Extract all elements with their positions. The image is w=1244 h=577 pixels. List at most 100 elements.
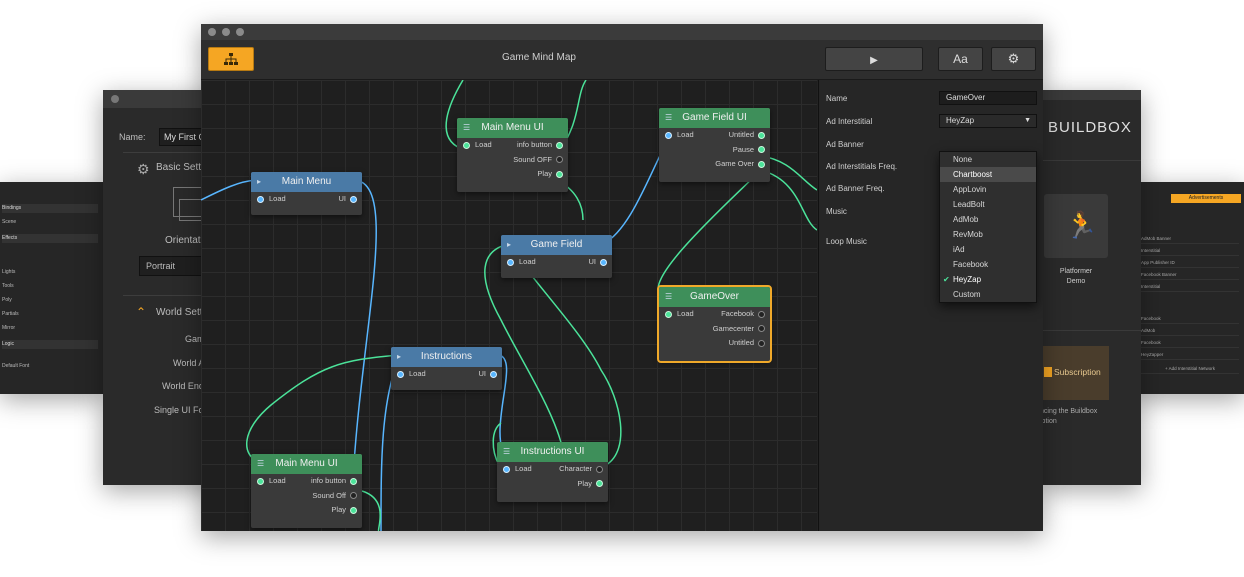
mindmap-button[interactable] bbox=[208, 47, 254, 71]
output-port[interactable] bbox=[600, 258, 607, 266]
far-left-row: Scene bbox=[2, 219, 17, 225]
platformer-demo-tile[interactable]: 🏃 bbox=[1044, 194, 1108, 258]
port-label: UI bbox=[478, 369, 487, 378]
dropdown-option[interactable]: Custom bbox=[953, 290, 981, 299]
wire-load bbox=[361, 490, 381, 531]
node-main-menu[interactable]: ▸Main Menu Load UI bbox=[251, 172, 362, 215]
node-main-menu-ui[interactable]: ☰Main Menu UI Load info button Sound OFF… bbox=[457, 118, 568, 192]
zoom-dot[interactable] bbox=[236, 28, 244, 36]
node-header[interactable]: ▸Main Menu bbox=[251, 172, 362, 192]
far-right-row: Interstitial bbox=[1141, 246, 1239, 256]
node-title: Game Field bbox=[530, 239, 583, 250]
node-main-menu-ui[interactable]: ☰Main Menu UI Load info button Sound Off… bbox=[251, 454, 362, 528]
input-port[interactable] bbox=[257, 195, 264, 203]
dropdown-option[interactable]: None bbox=[953, 155, 973, 164]
dropdown-option[interactable]: LeadBolt bbox=[953, 200, 985, 209]
far-left-window: Bindings Scene Effects Lights Tools Poly… bbox=[0, 182, 104, 394]
ad-banner-freq-label: Ad Banner Freq. bbox=[826, 184, 885, 193]
node-header[interactable]: ☰Instructions UI bbox=[497, 442, 608, 462]
output-port[interactable] bbox=[758, 131, 765, 139]
dropdown-option[interactable]: iAd bbox=[953, 245, 965, 254]
output-port[interactable] bbox=[596, 465, 603, 473]
output-port[interactable] bbox=[350, 477, 357, 485]
title-bar bbox=[1040, 90, 1141, 100]
node-name-input[interactable]: GameOver bbox=[939, 91, 1037, 105]
output-port[interactable] bbox=[596, 480, 603, 487]
input-port[interactable] bbox=[665, 131, 672, 139]
ad-interstitial-select[interactable]: HeyZap ▼ bbox=[939, 114, 1037, 128]
output-port[interactable] bbox=[758, 146, 765, 153]
port-label: Load bbox=[677, 309, 694, 318]
far-right-window: Advertisements AdMob Banner Interstitial… bbox=[1133, 182, 1244, 394]
output-port[interactable] bbox=[556, 156, 563, 163]
node-game-field[interactable]: ▸Game Field Load UI bbox=[501, 235, 612, 278]
close-dot[interactable] bbox=[111, 95, 119, 103]
node-header[interactable]: ☰Game Field UI bbox=[659, 108, 770, 128]
port-label: Untitled bbox=[728, 130, 754, 139]
input-port[interactable] bbox=[665, 310, 672, 318]
input-port[interactable] bbox=[397, 370, 404, 378]
port-label: Load bbox=[269, 476, 286, 485]
output-port[interactable] bbox=[556, 141, 563, 149]
dropdown-option[interactable]: AdMob bbox=[953, 215, 979, 224]
node-game-field-ui[interactable]: ☰Game Field UI Load Untitled Pause Game … bbox=[659, 108, 770, 182]
node-header[interactable]: ▸Instructions bbox=[391, 347, 502, 367]
input-port[interactable] bbox=[507, 258, 514, 266]
input-port[interactable] bbox=[503, 465, 510, 473]
input-port[interactable] bbox=[463, 141, 470, 149]
port-label: Load bbox=[515, 464, 532, 473]
output-port[interactable] bbox=[350, 506, 357, 514]
output-port[interactable] bbox=[490, 370, 497, 378]
wire-load bbox=[759, 169, 817, 231]
output-port[interactable] bbox=[758, 310, 765, 318]
port-label: Load bbox=[519, 257, 536, 266]
ad-interstitial-label: Ad Interstitial bbox=[826, 117, 873, 126]
node-title: Game Field UI bbox=[682, 112, 747, 123]
node-instructions[interactable]: ▸Instructions Load UI bbox=[391, 347, 502, 390]
far-left-row: Default Font bbox=[2, 363, 30, 369]
dropdown-option-selected[interactable]: ✔HeyZap bbox=[940, 272, 1036, 287]
dropdown-option[interactable]: AppLovin bbox=[953, 185, 987, 194]
dropdown-option[interactable]: Chartboost bbox=[940, 167, 1036, 182]
advertisements-tab[interactable]: Advertisements bbox=[1171, 194, 1241, 203]
minimize-dot[interactable] bbox=[222, 28, 230, 36]
output-port[interactable] bbox=[758, 160, 765, 168]
font-button[interactable]: Aa bbox=[938, 47, 983, 71]
node-header[interactable]: ▸Game Field bbox=[501, 235, 612, 255]
caret-down-icon: ▼ bbox=[1024, 117, 1031, 124]
dropdown-option[interactable]: RevMob bbox=[953, 230, 983, 239]
node-row: Load UI bbox=[251, 192, 362, 207]
settings-button[interactable]: ⚙ bbox=[991, 47, 1036, 71]
dropdown-option[interactable]: Facebook bbox=[953, 260, 989, 269]
node-header[interactable]: ☰Main Menu UI bbox=[457, 118, 568, 138]
port-label: UI bbox=[338, 194, 347, 203]
output-port[interactable] bbox=[350, 195, 357, 203]
output-port[interactable] bbox=[758, 339, 765, 347]
node-game-over[interactable]: ☰GameOver Load Facebook Gamecenter Untit… bbox=[657, 285, 772, 363]
gear-icon: ⚙ bbox=[1007, 51, 1020, 66]
toolbar: Game Mind Map ▶ Aa ⚙ bbox=[201, 40, 1043, 80]
demo-subtitle: Demo bbox=[1066, 278, 1086, 285]
node-header[interactable]: ☰Main Menu UI bbox=[251, 454, 362, 474]
node-instructions-ui[interactable]: ☰Instructions UI Load Character Play bbox=[497, 442, 608, 502]
game-mind-map-window: Game Mind Map ▶ Aa ⚙ bbox=[201, 24, 1043, 531]
subscription-banner[interactable]: Subscription bbox=[1040, 346, 1109, 400]
mind-map-canvas[interactable]: ▸Main Menu Load UI ☰Main Menu UI Load in… bbox=[201, 80, 817, 531]
close-dot[interactable] bbox=[208, 28, 216, 36]
output-port[interactable] bbox=[556, 170, 563, 178]
node-header[interactable]: ☰GameOver bbox=[659, 287, 770, 307]
wire-load bbox=[246, 354, 400, 463]
node-row: Play bbox=[457, 167, 568, 182]
node-title: Instructions UI bbox=[520, 446, 585, 457]
ad-network-dropdown: None Chartboost AppLovin LeadBolt AdMob … bbox=[939, 151, 1037, 303]
add-network-button[interactable]: + Add Interstitial Network bbox=[1141, 364, 1239, 374]
output-port[interactable] bbox=[758, 325, 765, 332]
node-row: Sound Off bbox=[251, 489, 362, 504]
play-button[interactable]: ▶ bbox=[825, 47, 923, 71]
promo-text: ncing the Buildbox bbox=[1040, 408, 1098, 415]
node-row: Gamecenter bbox=[659, 322, 770, 337]
input-port[interactable] bbox=[257, 477, 264, 485]
node-title: Instructions bbox=[420, 351, 473, 362]
output-port[interactable] bbox=[350, 492, 357, 499]
world-row: Single UI Fo bbox=[154, 405, 204, 415]
